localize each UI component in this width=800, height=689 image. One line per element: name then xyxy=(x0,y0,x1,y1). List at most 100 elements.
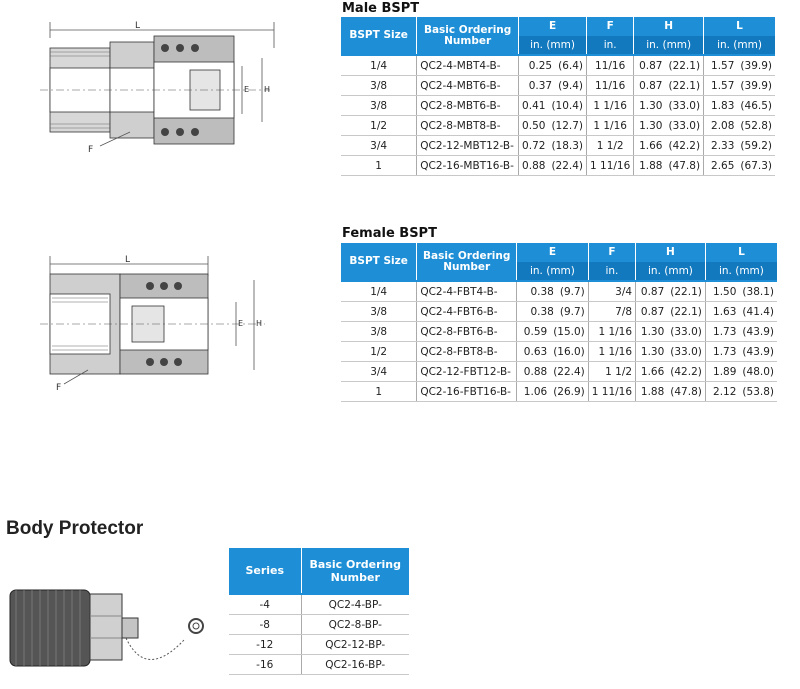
cell-h: 1.66 xyxy=(640,365,665,378)
header-bspt-size: BSPT Size xyxy=(341,17,418,55)
cell-size: 1 xyxy=(341,381,418,402)
cell-l-mm: (43.9) xyxy=(742,345,774,358)
cell-e-mm: (12.7) xyxy=(551,119,584,132)
unit-l: in. (mm) xyxy=(705,262,777,281)
header-l: L xyxy=(703,17,775,36)
cell-e: 0.72 xyxy=(522,139,546,152)
cell-h: 0.87 xyxy=(640,305,665,318)
table-row: 3/4 QC2-12-FBT12-B- 0.88 (22.4) 1 1/2 1.6… xyxy=(341,361,777,382)
table-row: 1/4 QC2-4-MBT4-B- 0.25(6.4) 11/16 0.87(2… xyxy=(341,54,775,76)
cell-e-mm: (6.4) xyxy=(558,59,584,72)
cell-h: 1.88 xyxy=(639,159,663,172)
cell-l-mm: (46.5) xyxy=(740,99,772,112)
cell-e: 0.88 xyxy=(523,365,548,378)
table-row: 3/4 QC2-12-MBT12-B- 0.72(18.3) 1 1/2 1.6… xyxy=(341,135,775,156)
male-dim-e: E xyxy=(244,85,249,94)
cell-e: 0.41 xyxy=(522,99,546,112)
cell-size: 1 xyxy=(341,155,418,176)
cell-h-mm: (47.8) xyxy=(670,385,702,398)
cell-e-mm: (26.9) xyxy=(553,385,585,398)
cell-part: QC2-12-MBT12-B- xyxy=(416,135,520,156)
cell-series: -8 xyxy=(229,614,302,635)
cell-l: 2.08 xyxy=(711,119,735,132)
male-bspt-title: Male BSPT xyxy=(342,1,420,16)
cell-h-mm: (33.0) xyxy=(668,99,701,112)
cell-l-mm: (39.9) xyxy=(740,79,772,92)
header-e: E xyxy=(518,17,588,36)
cell-series: -4 xyxy=(229,593,302,615)
table-row: -4 QC2-4-BP- xyxy=(229,593,409,615)
cell-size: 3/8 xyxy=(341,75,418,96)
cell-f: 7/8 xyxy=(588,301,637,322)
table-row: 3/8 QC2-4-FBT6-B- 0.38(9.7) 7/8 0.87(22.… xyxy=(341,301,777,322)
cell-h-mm: (22.1) xyxy=(670,285,702,298)
cell-size: 3/4 xyxy=(341,361,418,382)
male-dim-h: H xyxy=(264,85,270,94)
cell-e-mm: (22.4) xyxy=(551,159,584,172)
cell-f: 1 1/2 xyxy=(588,361,637,382)
cell-l-mm: (67.3) xyxy=(740,159,772,172)
cell-part: QC2-8-FBT8-B- xyxy=(416,341,518,362)
header-ordering-number: Basic Ordering Number xyxy=(416,243,518,281)
cell-h-mm: (33.0) xyxy=(670,325,702,338)
cell-h: 1.30 xyxy=(640,325,665,338)
table-row: -12 QC2-12-BP- xyxy=(229,634,409,655)
cell-f: 1 1/16 xyxy=(586,95,635,116)
unit-h: in. (mm) xyxy=(633,36,705,55)
table-row: -8 QC2-8-BP- xyxy=(229,614,409,635)
cell-l-mm: (59.2) xyxy=(740,139,772,152)
table-row: 1 QC2-16-FBT16-B- 1.06(26.9) 1 11/16 1.8… xyxy=(341,381,777,402)
cell-part: QC2-4-MBT6-B- xyxy=(416,75,520,96)
cell-e: 0.38 xyxy=(530,285,554,298)
table-row: -16 QC2-16-BP- xyxy=(229,654,409,675)
unit-e: in. (mm) xyxy=(518,36,588,55)
cell-e: 0.25 xyxy=(528,59,553,72)
cell-e: 1.06 xyxy=(523,385,548,398)
table-row: 1/2 QC2-8-FBT8-B- 0.63(16.0) 1 1/16 1.30… xyxy=(341,341,777,362)
cell-part: QC2-16-BP- xyxy=(301,654,409,675)
unit-f: in. xyxy=(588,262,637,281)
cell-part: QC2-4-MBT4-B- xyxy=(416,54,520,76)
cell-h: 1.30 xyxy=(639,99,663,112)
cell-h: 1.30 xyxy=(639,119,663,132)
cell-l: 1.83 xyxy=(711,99,735,112)
cell-e-mm: (9.4) xyxy=(558,79,584,92)
cell-e-mm: (15.0) xyxy=(553,325,585,338)
table-row: 3/8 QC2-8-FBT6-B- 0.59(15.0) 1 1/16 1.30… xyxy=(341,321,777,342)
cell-e-mm: (9.7) xyxy=(559,305,585,318)
cell-e-mm: (9.7) xyxy=(559,285,585,298)
cell-part: QC2-8-MBT6-B- xyxy=(416,95,520,116)
cell-part: QC2-12-FBT12-B- xyxy=(416,361,518,382)
cell-l-mm: (48.0) xyxy=(742,365,774,378)
cell-h-mm: (22.1) xyxy=(668,59,701,72)
female-coupling-drawing: L E H F xyxy=(40,255,265,393)
cell-h-mm: (33.0) xyxy=(668,119,701,132)
cell-f: 1 1/16 xyxy=(588,321,637,342)
unit-h: in. (mm) xyxy=(635,262,706,281)
cell-f: 1 11/16 xyxy=(586,155,635,176)
cell-size: 3/8 xyxy=(341,321,418,342)
cell-h: 1.88 xyxy=(640,385,665,398)
female-dim-e: E xyxy=(238,319,243,328)
header-ordering-number: Basic Ordering Number xyxy=(416,17,520,55)
cell-size: 1/4 xyxy=(341,280,418,302)
table-row: 3/8 QC2-4-MBT6-B- 0.37(9.4) 11/16 0.87(2… xyxy=(341,75,775,96)
female-bspt-title: Female BSPT xyxy=(342,226,437,241)
cell-size: 3/8 xyxy=(341,301,418,322)
cell-l: 2.33 xyxy=(711,139,735,152)
female-dim-f: F xyxy=(56,383,61,393)
cell-e-mm: (22.4) xyxy=(553,365,585,378)
cell-h: 0.87 xyxy=(639,79,663,92)
cell-l-mm: (53.8) xyxy=(742,385,774,398)
cell-f: 1 11/16 xyxy=(588,381,637,402)
cell-l-mm: (43.9) xyxy=(742,325,774,338)
header-f: F xyxy=(586,17,635,36)
cell-part: QC2-4-BP- xyxy=(301,593,409,615)
cell-l-mm: (39.9) xyxy=(740,59,772,72)
cell-l: 1.89 xyxy=(713,365,737,378)
cell-size: 1/4 xyxy=(341,54,418,76)
cell-f: 11/16 xyxy=(586,54,635,76)
cell-e-mm: (16.0) xyxy=(553,345,585,358)
cell-f: 1 1/16 xyxy=(586,115,635,136)
cell-series: -16 xyxy=(229,654,302,675)
